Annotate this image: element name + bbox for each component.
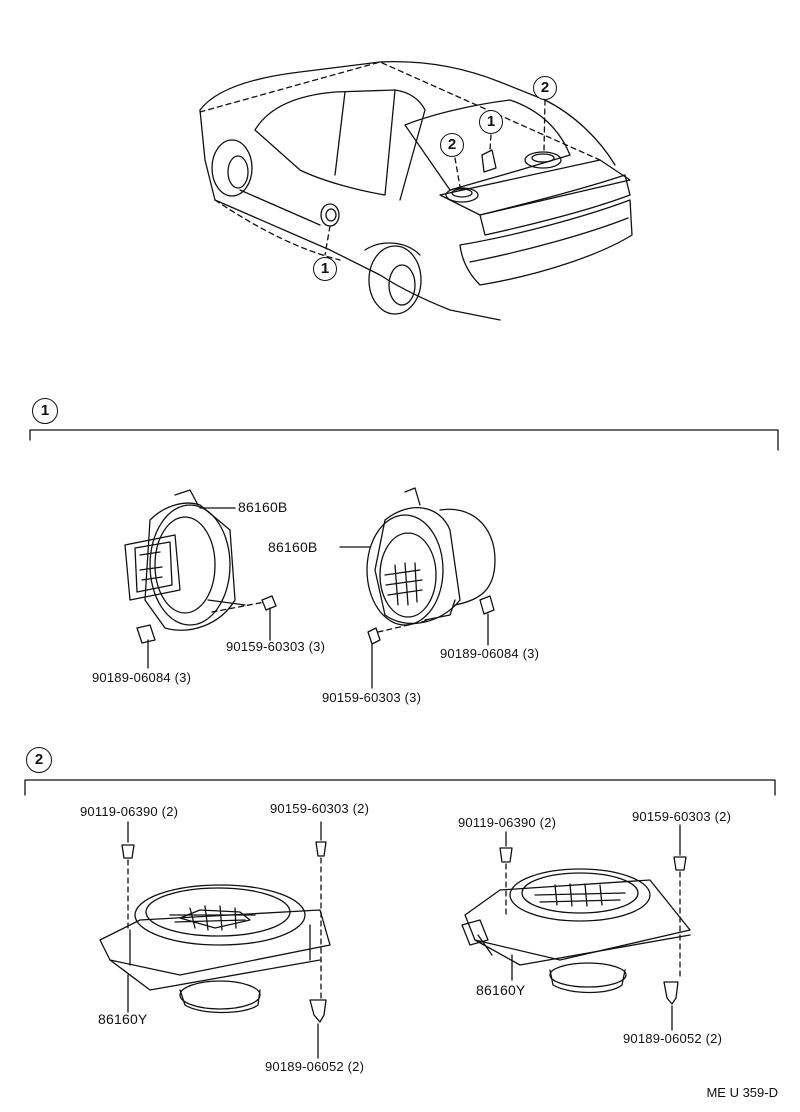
section-1-marker: 1 — [32, 398, 58, 424]
s2-right-nut-label: 90189-06052 (2) — [623, 1031, 723, 1046]
s2-right-bolt-label: 90119-06390 (2) — [458, 815, 557, 830]
s1-right-speaker-art — [366, 487, 496, 645]
s2-right-screw-label: 90159-60303 (2) — [632, 809, 732, 824]
s1-left-speaker-label: 86160B — [238, 499, 288, 515]
callout-2-left: 2 — [440, 133, 464, 157]
section-2-marker: 2 — [26, 747, 52, 773]
s2-left-nut-label: 90189-06052 (2) — [265, 1059, 365, 1074]
callout-1-shelf: 1 — [479, 110, 503, 134]
s2-left-speaker-label: 86160Y — [98, 1011, 148, 1027]
s2-left-leaders — [127, 857, 322, 1001]
s2-right-speaker-art — [461, 847, 691, 1005]
s1-right-leaders — [377, 619, 431, 633]
s1-left-screw-label: 90159-60303 (3) — [226, 639, 326, 654]
s1-right-nut-label: 90189-06084 (3) — [440, 646, 540, 661]
s2-right-leaders — [505, 863, 681, 981]
section-2-bracket — [24, 779, 776, 796]
section-1-bracket — [29, 429, 779, 451]
car-leader-lines — [199, 61, 601, 261]
s2-right-speaker-label: 86160Y — [476, 982, 526, 998]
s1-left-speaker-art — [124, 489, 277, 644]
diagram-code: ME U 359-D — [706, 1085, 778, 1100]
s2-left-bolt-label: 90119-06390 (2) — [80, 804, 179, 819]
s1-right-screw-label: 90159-60303 (3) — [322, 690, 422, 705]
callout-2-right: 2 — [533, 76, 557, 100]
s1-right-speaker-label: 86160B — [268, 539, 318, 555]
s1-left-nut-label: 90189-06084 (3) — [92, 670, 192, 685]
car-illustration — [199, 61, 633, 321]
s2-left-screw-label: 90159-60303 (2) — [270, 801, 370, 816]
s1-left-leaders — [211, 601, 266, 613]
s2-left-speaker-art — [99, 841, 331, 1023]
callout-1-door: 1 — [313, 257, 337, 281]
